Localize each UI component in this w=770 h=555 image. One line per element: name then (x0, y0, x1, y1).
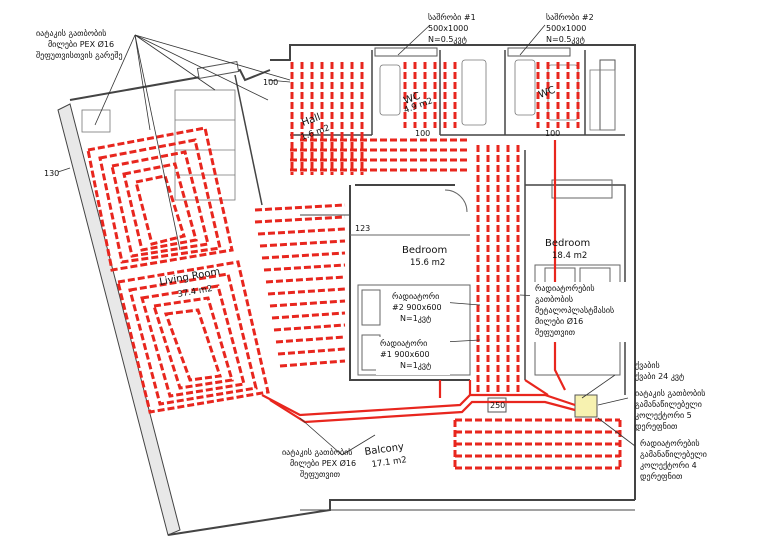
fixtures (81, 59, 616, 201)
callout-dryer1: საშრობი #1 500x1000 N=0.5კვტ (428, 12, 476, 44)
bedroom1-area: 15.6 m2 (410, 258, 445, 268)
callout-dryer2: საშრობი #2 500x1000 N=0.5კვტ (546, 12, 594, 44)
callout-line: რადიატორი (380, 338, 427, 348)
callout-line: გამანაწილებელი (640, 449, 707, 459)
callout-line: შეფუთვით (300, 469, 341, 479)
balcony-area: 17.1 m2 (371, 455, 407, 470)
middle-loop (254, 203, 346, 368)
callout-line: N=1კვტ (400, 314, 431, 323)
callout-line: საშრობი #2 (546, 12, 594, 22)
callout-line: მილები Ø16 (535, 316, 583, 326)
floor-heating-loops (86, 62, 622, 470)
dim-123: 123 (355, 224, 370, 233)
wc1-name: WC (402, 91, 422, 107)
callout-collector4: რადიატორების გამანაწილებელი კოლექტორი 4 … (640, 438, 707, 481)
corridor-loop (476, 145, 520, 395)
top-windows (196, 47, 616, 418)
dim-100-wc1: 100 (415, 129, 430, 138)
building-walls (57, 44, 636, 536)
callout-line: 500x1000 (546, 24, 586, 33)
supply-pipes (261, 140, 576, 424)
callout-line: კოლექტორი 5 (635, 410, 692, 420)
bedroom1-name: Bedroom (402, 245, 447, 256)
callout-line: #1 900x600 (380, 350, 430, 359)
living-loop-lower-outer (116, 260, 270, 414)
callout-bg (376, 337, 450, 375)
callout-line: რადიატორი (392, 291, 439, 301)
callout-line: დერეფნით (640, 471, 683, 481)
callout-floor-pipe-top: იატაკის გათბობის მილები PEX Ø16 შეფუთვის… (36, 28, 123, 60)
callout-floor-pipe-bottom: იატაკის გათბობის მილები PEX Ø16 შეფუთვით (282, 447, 356, 479)
callout-line: შეფუთვისთვის გარეშე (36, 50, 123, 60)
callout-line: შეფუთვით (535, 327, 576, 337)
bedroom2-area: 18.4 m2 (552, 251, 587, 261)
callout-line: გათბობის (535, 294, 573, 304)
callout-line: გამანაწილებელი (635, 399, 702, 409)
callout-boiler: ქვაბის ქვაბი 24 კვტ (635, 360, 684, 381)
callout-line: მილები PEX Ø16 (48, 39, 114, 49)
balcony-name: Balcony (364, 442, 405, 458)
callout-line: N=1კვტ (400, 361, 431, 370)
callout-line: დერეფნით (635, 421, 678, 431)
callout-line: მეტალოპლასტმასის (535, 305, 614, 315)
dim-130: 130 (44, 169, 59, 178)
callout-line: იატაკის გათბობის (635, 388, 705, 398)
callout-line: ქვაბი 24 კვტ (635, 371, 684, 381)
callout-bg (530, 282, 634, 342)
bedroom2-name: Bedroom (545, 238, 590, 249)
callout-rad1: რადიატორი #1 900x600 N=1კვტ (376, 337, 450, 375)
callout-radpipes: რადიატორების გათბობის მეტალოპლასტმასის მ… (530, 282, 634, 342)
callout-line: იატაკის გათბობის (282, 447, 352, 457)
dim-100-wc2: 100 (545, 129, 560, 138)
callout-line: კოლექტორი 4 (640, 460, 697, 470)
callout-line: #2 900x600 (392, 303, 442, 312)
callout-line: N=0.5კვტ (546, 35, 585, 44)
living-loop-upper-outer (86, 126, 234, 272)
callout-line: იატაკის გათბობის (36, 28, 106, 38)
callout-line: N=0.5კვტ (428, 35, 467, 44)
wc2-name: WC (537, 85, 557, 101)
dim-250: 250 (490, 401, 505, 410)
wc1-loop (403, 62, 457, 128)
callout-line: რადიატორების (640, 438, 700, 448)
balcony-loop (453, 418, 622, 470)
callout-line: 500x1000 (428, 24, 468, 33)
callout-line: საშრობი #1 (428, 12, 476, 22)
wc2-loop (536, 62, 580, 128)
callout-collector5: იატაკის გათბობის გამანაწილებელი კოლექტორ… (635, 388, 705, 431)
callout-line: რადიატორების (535, 283, 595, 293)
hall-loop (290, 62, 364, 175)
left-exterior-wall (57, 103, 181, 536)
callout-bg (388, 290, 450, 328)
callout-line: ქვაბის (635, 360, 660, 370)
callout-rad2: რადიატორი #2 900x600 N=1კვტ (388, 290, 450, 328)
dim-100-left: 100 (263, 78, 278, 87)
callout-line: მილები PEX Ø16 (290, 458, 356, 468)
